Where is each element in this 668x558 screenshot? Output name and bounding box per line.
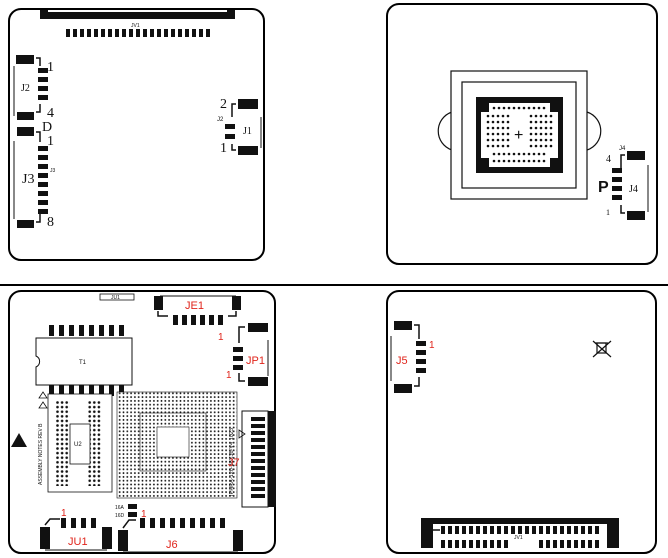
ju1-pin1-label: 1 [61, 508, 67, 519]
j1-pin2-label: 2 [220, 97, 227, 112]
component-bga: IPHRA-120-38X38-V4 1023 [116, 391, 238, 499]
j3-small-label: J3 [50, 168, 56, 174]
j4-small-label: J4 [619, 146, 626, 152]
component-t1: T1 [35, 325, 133, 396]
panel-bottom-right: J5 1 [386, 290, 657, 554]
connector-j2: J2 1 4 [13, 55, 54, 121]
j2-pin1-label: 1 [47, 60, 54, 75]
socket-plus-mark: + [514, 127, 523, 144]
ju1-top-box [99, 293, 135, 301]
connector-jv1-br: JV1 [421, 518, 619, 548]
connector-j4: J4 4 P J4 1 [598, 146, 649, 220]
panel-top-left: JV1 J2 1 4 D [8, 8, 265, 261]
connector-ju1: JU1 1 [40, 508, 112, 551]
connector-jp1: JP1 1 [226, 323, 269, 386]
jv1-label: JV1 [131, 23, 140, 29]
j4-p-label: P [598, 179, 609, 196]
j1-small-label: J2 [217, 117, 224, 123]
jv1-br-label: JV1 [514, 535, 523, 541]
jp1-label: JP1 [246, 355, 265, 367]
je1-label: JE1 [185, 300, 204, 312]
connector-j1: J1 J2 2 1 [217, 97, 262, 156]
j4-pin4-label: 4 [606, 154, 611, 165]
connector-j5: J5 1 [390, 321, 435, 393]
board-outline-tr [386, 3, 658, 265]
part-number-text: IPHRA-120-38X38-V4 1023 [229, 428, 235, 496]
connector-j3: J3 J3 1 8 [13, 127, 56, 230]
d-label: D [42, 120, 52, 135]
component-u2: U2 [38, 391, 113, 493]
esd-warning-icon [11, 433, 27, 447]
ju1-label: JU1 [68, 536, 88, 548]
weee-bin-icon [592, 340, 612, 358]
u2-label: U2 [74, 442, 82, 448]
board-outline-tl [8, 8, 265, 261]
connector-je1: JE1 1 [154, 295, 241, 343]
cpu-socket: + [437, 70, 602, 200]
connector-j6: J6 [118, 518, 243, 553]
connector-jv1-tl: JV1 [40, 10, 235, 37]
pad-16a-label: 16A [115, 505, 125, 511]
j2-pin4-label: 4 [47, 106, 54, 121]
panel-top-right: + J4 4 P J4 1 [386, 3, 658, 265]
j2-label: J2 [21, 83, 30, 94]
pad-pin1-label: 1 [141, 509, 147, 520]
side-notes-text: ASSEMBLY NOTES REV B [38, 423, 44, 485]
j1-pin1-label: 1 [220, 141, 227, 156]
j4-pin1-label: 1 [606, 208, 610, 217]
pad-16d-label: 16D [115, 513, 125, 519]
j1-label: J1 [243, 126, 252, 137]
t1-label: T1 [79, 360, 87, 366]
j3-pin8-label: 8 [47, 215, 54, 230]
je1-pin1-label: 1 [218, 332, 224, 343]
board-outline-br [386, 290, 657, 554]
j4-label: J4 [629, 184, 638, 195]
jp1-pin1-label: 1 [226, 370, 232, 381]
j6-label: J6 [166, 539, 178, 551]
j5-pin1-label: 1 [429, 340, 435, 351]
connector-j7: J7 [228, 410, 276, 508]
j7-label: J7 [228, 457, 240, 469]
j3-pin1-label: 1 [47, 134, 54, 149]
panel-bottom-left: JU1 JE1 1 JP1 1 [8, 290, 276, 554]
j3-label: J3 [22, 172, 34, 187]
pads-16a-16d: 16A 16D 1 [115, 504, 147, 520]
j5-label: J5 [396, 355, 408, 367]
ju1-top-label: JU1 [111, 295, 120, 301]
